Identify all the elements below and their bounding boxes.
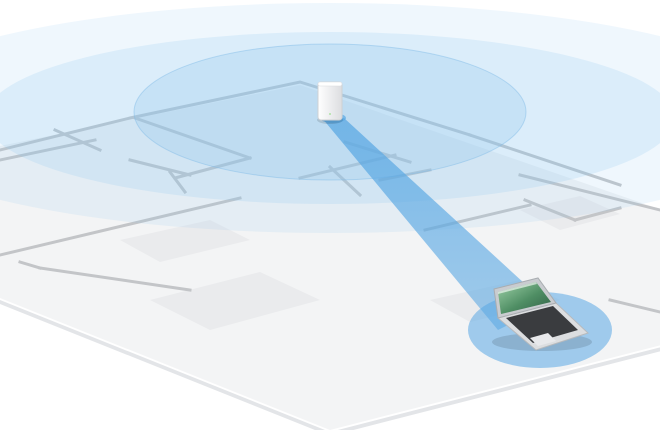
- laptop-trackpad: [530, 333, 556, 346]
- signal-ring-inner-edge: [133, 43, 527, 181]
- router-status-light: [329, 113, 331, 115]
- laptop-screen-menubar: [498, 282, 537, 294]
- beam-shape: [322, 118, 548, 330]
- router-device: [317, 81, 343, 124]
- laptop-device: [492, 277, 592, 351]
- laptop-keyboard: [506, 306, 578, 343]
- router-top: [317, 81, 343, 87]
